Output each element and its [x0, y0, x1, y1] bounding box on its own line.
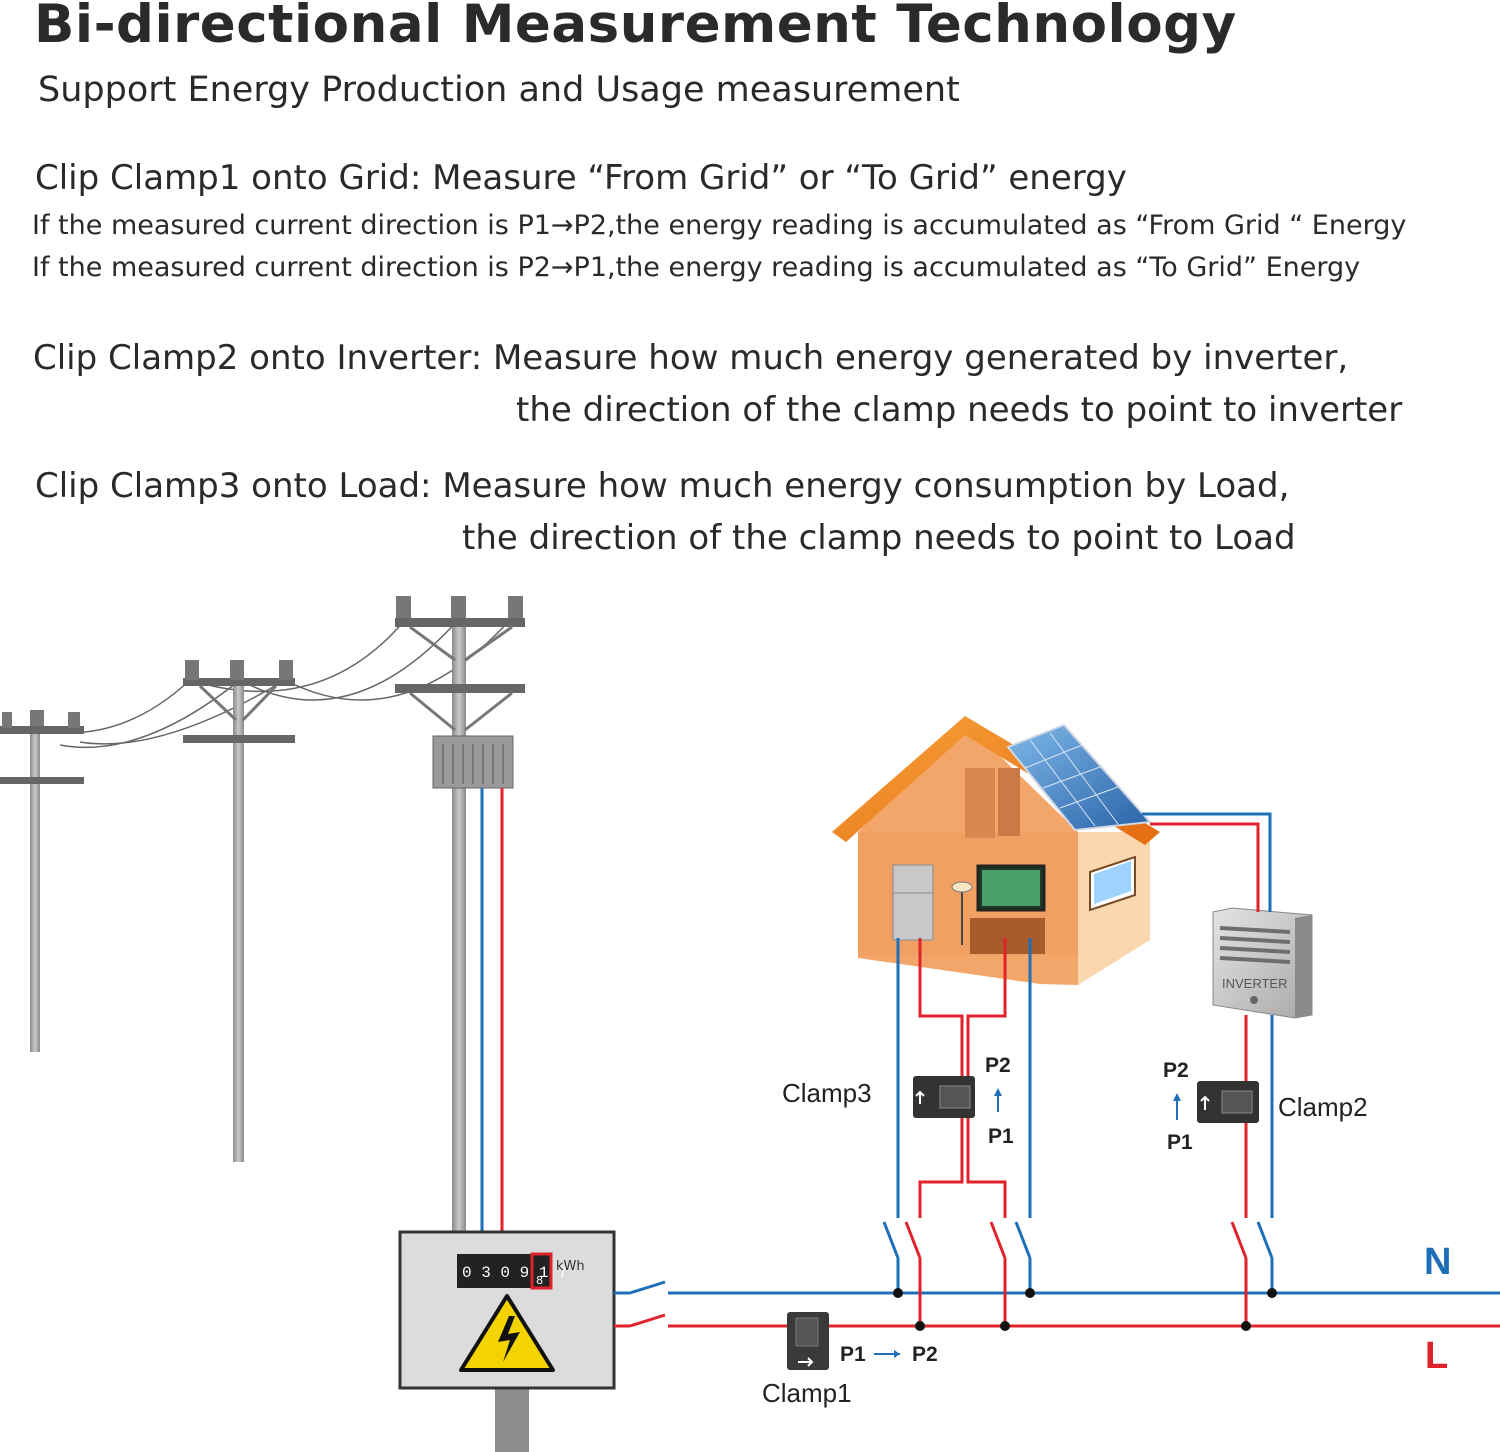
clamp3-direction-note: the direction of the clamp needs to poin…: [462, 518, 1296, 558]
clamp3-sensor: [913, 1076, 975, 1118]
wiring-diagram: 0 3 0 9 1 7 8 kWh N L P1 P2 Clamp1: [0, 596, 1500, 1452]
utility-pole-transformer: [395, 596, 525, 1232]
clamp2-direction-note: the direction of the clamp needs to poin…: [516, 390, 1403, 430]
clamp1-lead: Clip Clamp1 onto Grid:: [35, 158, 422, 198]
main-breaker: [614, 1280, 666, 1328]
inverter-wiring: [1142, 812, 1274, 1326]
fridge: [892, 864, 934, 941]
clamp3-p1-label: P1: [988, 1125, 1014, 1148]
solar-panel: [1006, 723, 1153, 832]
utility-pole-left: [0, 710, 84, 1052]
page-subtitle: Support Energy Production and Usage meas…: [38, 70, 960, 110]
inverter-junctions: [1241, 1288, 1277, 1331]
clamp1-text: Measure “From Grid” or “To Grid” energy: [432, 158, 1127, 198]
clamp3-p2-label: P2: [985, 1054, 1011, 1077]
clamp2-text: Measure how much energy generated by inv…: [492, 338, 1349, 378]
meter-reading: 0 3 0 9 1 7: [462, 1264, 568, 1282]
clamp2-label: Clamp2: [1278, 1092, 1368, 1122]
clamp2-p1-label: P1: [1167, 1131, 1193, 1154]
clamp1-heading: Clip Clamp1 onto Grid: Measure “From Gri…: [35, 158, 1127, 198]
clamp3-heading: Clip Clamp3 onto Load: Measure how much …: [35, 466, 1289, 506]
clamp1-p2-label: P2: [912, 1343, 938, 1366]
clamp1-p1-label: P1: [840, 1343, 866, 1366]
neutral-label: N: [1424, 1241, 1451, 1283]
load-junctions: [893, 1288, 1035, 1331]
clamp1-label: Clamp1: [762, 1378, 852, 1408]
inverter-label: INVERTER: [1222, 976, 1288, 991]
clamp1-rule-to-grid: If the measured current direction is P2→…: [32, 252, 1361, 283]
clamp1-rule-from-grid: If the measured current direction is P1→…: [32, 210, 1407, 241]
page-title: Bi-directional Measurement Technology: [34, 0, 1237, 55]
inverter-unit: INVERTER: [1212, 907, 1313, 1019]
clamp2-sensor: [1197, 1081, 1259, 1123]
clamp2-heading: Clip Clamp2 onto Inverter: Measure how m…: [33, 338, 1348, 378]
clamp2-p2-label: P2: [1163, 1059, 1189, 1082]
lightning-bolt-icon: [498, 1316, 520, 1362]
utility-pole-middle: [183, 660, 295, 1162]
energy-meter-box: 0 3 0 9 1 7 8 kWh: [398, 1230, 616, 1452]
meter-last-digit: 8: [536, 1274, 543, 1288]
meter-unit: kWh: [556, 1259, 585, 1274]
clamp3-label: Clamp3: [782, 1078, 872, 1108]
clamp1-sensor: [787, 1312, 829, 1370]
clamp3-text: Measure how much energy consumption by L…: [442, 466, 1290, 506]
load-breakers: [882, 1221, 1032, 1326]
live-label: L: [1425, 1335, 1448, 1377]
clamp2-lead: Clip Clamp2 onto Inverter:: [33, 338, 483, 378]
clamp3-lead: Clip Clamp3 onto Load:: [35, 466, 432, 506]
house-illustration: [832, 716, 1160, 985]
